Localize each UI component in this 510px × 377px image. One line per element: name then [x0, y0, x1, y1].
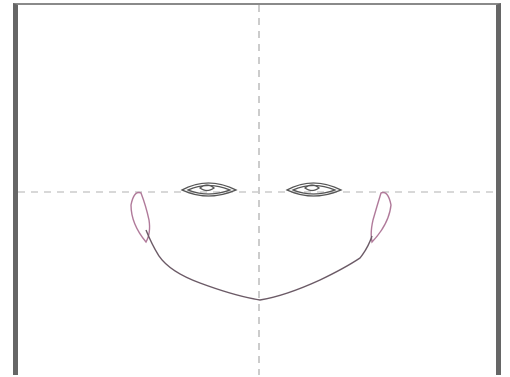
- left-eye-icon: [182, 183, 236, 196]
- left-ear-icon: [131, 193, 150, 243]
- right-ear-icon: [371, 193, 391, 243]
- right-eye-icon: [287, 183, 341, 196]
